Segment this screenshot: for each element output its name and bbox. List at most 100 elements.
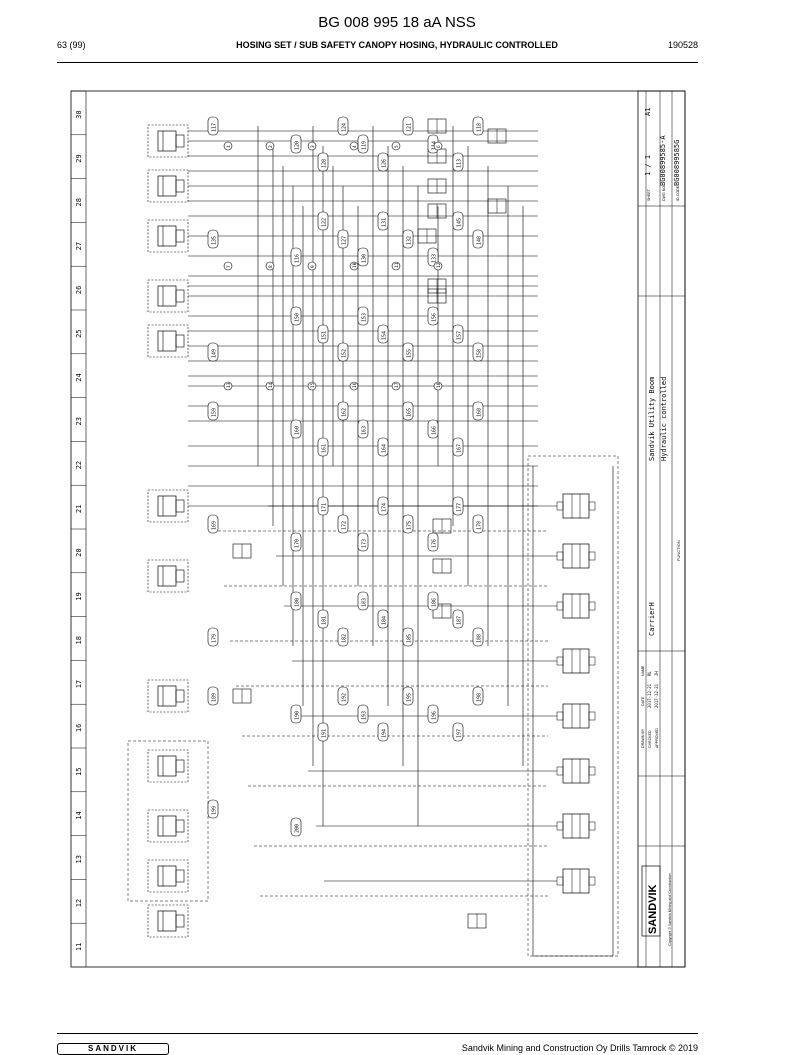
column-ticks bbox=[71, 90, 86, 924]
svg-text:187: 187 bbox=[456, 616, 462, 625]
svg-text:6: 6 bbox=[436, 145, 442, 148]
check-valve bbox=[427, 203, 447, 219]
svg-text:195: 195 bbox=[406, 693, 412, 702]
svg-text:199: 199 bbox=[211, 806, 217, 815]
connection-point: 16 bbox=[349, 381, 359, 391]
hose-label: 163 bbox=[357, 419, 369, 439]
checked-date: 2017-12-21 bbox=[654, 683, 659, 708]
hose-label: 116 bbox=[290, 247, 302, 267]
svg-text:126: 126 bbox=[381, 159, 387, 168]
svg-text:167: 167 bbox=[456, 444, 462, 453]
svg-text:151: 151 bbox=[321, 331, 327, 340]
svg-text:192: 192 bbox=[341, 693, 347, 702]
svg-text:182: 182 bbox=[341, 634, 347, 643]
hose-tags: 1171201281241191261211141131181351161221… bbox=[207, 116, 484, 837]
svg-text:171: 171 bbox=[321, 503, 327, 512]
spool-valve bbox=[556, 813, 596, 839]
column-number: 16 bbox=[75, 724, 83, 732]
footer-copyright: Sandvik Mining and Construction Oy Drill… bbox=[461, 1043, 698, 1053]
cylinder-symbol bbox=[147, 219, 189, 253]
section-title: HOSING SET / SUB SAFETY CANOPY HOSING, H… bbox=[236, 40, 558, 50]
hose-label: 177 bbox=[452, 496, 464, 516]
svg-text:163: 163 bbox=[361, 426, 367, 435]
hose-label: 145 bbox=[452, 211, 464, 231]
svg-text:119: 119 bbox=[361, 141, 367, 150]
column-number: 26 bbox=[75, 286, 83, 294]
hose-lines bbox=[188, 126, 614, 957]
svg-text:175: 175 bbox=[406, 521, 412, 530]
drawn-name: RL bbox=[647, 671, 652, 676]
hose-label: 149 bbox=[207, 342, 219, 362]
hose-label: 155 bbox=[402, 342, 414, 362]
check-valve bbox=[432, 558, 452, 574]
title-block-logo: SANDVIK bbox=[647, 884, 659, 934]
svg-text:193: 193 bbox=[361, 711, 367, 720]
connection-point: 13 bbox=[223, 381, 233, 391]
hose-label: 183 bbox=[357, 591, 369, 611]
column-number: 28 bbox=[75, 198, 83, 206]
hose-label: 187 bbox=[452, 609, 464, 629]
hose-label: 169 bbox=[207, 514, 219, 534]
hose-label: 161 bbox=[317, 437, 329, 457]
svg-text:3: 3 bbox=[310, 145, 316, 148]
svg-text:152: 152 bbox=[341, 349, 347, 358]
svg-text:196: 196 bbox=[431, 711, 437, 720]
svg-text:155: 155 bbox=[406, 349, 412, 358]
svg-text:2: 2 bbox=[268, 145, 274, 148]
cylinder-symbol bbox=[147, 904, 189, 938]
document-title: BG 008 995 18 aA NSS bbox=[318, 14, 476, 31]
connection-point: 18 bbox=[433, 381, 443, 391]
svg-text:10: 10 bbox=[352, 262, 358, 268]
cylinder-symbol bbox=[147, 124, 189, 158]
product-name-line1: Sandvik Utility Boom bbox=[648, 377, 656, 461]
hose-label: 153 bbox=[357, 306, 369, 326]
hose-label: 121 bbox=[402, 116, 414, 136]
column-number: 13 bbox=[75, 855, 83, 863]
sheet-size: A1 bbox=[644, 108, 652, 116]
svg-text:174: 174 bbox=[381, 503, 387, 512]
hose-label: 113 bbox=[452, 152, 464, 172]
column-number: 17 bbox=[75, 680, 83, 688]
hose-label: 171 bbox=[317, 496, 329, 516]
column-number: 30 bbox=[75, 110, 83, 118]
column-number: 23 bbox=[75, 417, 83, 425]
connection-point: 3 bbox=[307, 141, 317, 151]
name-label: NAME bbox=[641, 665, 645, 676]
svg-text:4: 4 bbox=[352, 145, 358, 148]
hose-label: 170 bbox=[290, 532, 302, 552]
column-number: 29 bbox=[75, 154, 83, 162]
hose-label: 120 bbox=[290, 134, 302, 154]
column-number: 19 bbox=[75, 592, 83, 600]
svg-text:194: 194 bbox=[381, 729, 387, 738]
svg-text:159: 159 bbox=[211, 408, 217, 417]
cylinder-symbol bbox=[147, 559, 189, 593]
hose-label: 131 bbox=[377, 211, 389, 231]
check-valve bbox=[427, 118, 447, 134]
hose-label: 158 bbox=[472, 342, 484, 362]
svg-text:9: 9 bbox=[310, 265, 316, 268]
svg-text:181: 181 bbox=[321, 616, 327, 625]
hose-label: 188 bbox=[472, 627, 484, 647]
hose-label: 197 bbox=[452, 722, 464, 742]
drawn-date: 2017-12-21 bbox=[647, 683, 652, 708]
svg-text:128: 128 bbox=[321, 159, 327, 168]
valve-group bbox=[232, 118, 596, 929]
svg-text:161: 161 bbox=[321, 444, 327, 453]
svg-text:162: 162 bbox=[341, 408, 347, 417]
svg-text:11: 11 bbox=[394, 262, 400, 268]
check-valve bbox=[432, 518, 452, 534]
spool-valve bbox=[556, 543, 596, 569]
column-number: 21 bbox=[75, 505, 83, 513]
svg-text:189: 189 bbox=[211, 693, 217, 702]
svg-text:121: 121 bbox=[406, 123, 412, 132]
svg-text:166: 166 bbox=[431, 426, 437, 435]
carrier-name: CarrierH bbox=[648, 602, 656, 636]
dwg-no-label: DWG NO. bbox=[662, 185, 666, 201]
check-valve bbox=[432, 603, 452, 619]
cylinder-symbol bbox=[147, 324, 189, 358]
svg-text:154: 154 bbox=[381, 331, 387, 340]
svg-text:157: 157 bbox=[456, 331, 462, 340]
dwg-no: BG00899585-A bbox=[659, 135, 667, 186]
svg-text:169: 169 bbox=[211, 521, 217, 530]
